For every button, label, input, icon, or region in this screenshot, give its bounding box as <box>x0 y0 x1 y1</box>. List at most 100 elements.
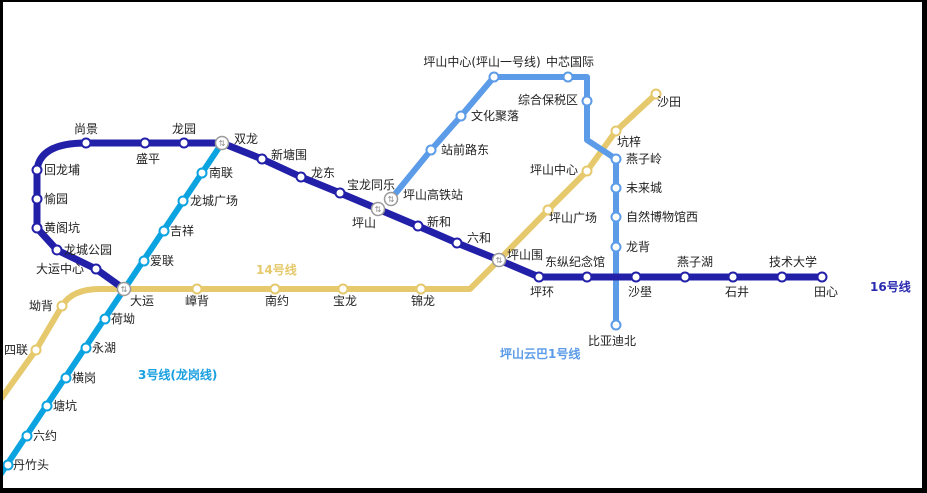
station-label[interactable]: 沙田 <box>657 95 681 109</box>
station-label[interactable]: 龙园 <box>172 122 196 136</box>
station-l14-9[interactable]: 沙田 <box>650 88 682 110</box>
station-l16-12[interactable]: 宝龙同乐 <box>334 178 396 199</box>
station-label[interactable]: 坑梓 <box>617 134 641 149</box>
station-label[interactable]: 双龙 <box>234 132 258 146</box>
station-l3-3[interactable]: 爱联 <box>138 254 175 268</box>
station-l14-3[interactable]: 南约 <box>265 283 289 309</box>
station-marker[interactable] <box>21 430 33 442</box>
station-label[interactable]: 坪山围 <box>507 248 543 262</box>
station-label[interactable]: 坳背 <box>29 299 53 313</box>
station-label[interactable]: 锦龙 <box>411 294 435 308</box>
station-label[interactable]: 坪山中心 <box>530 162 578 177</box>
station-label[interactable]: 六约 <box>33 428 57 443</box>
interchange-station[interactable]: ⇅双龙 <box>214 132 259 151</box>
interchange-station[interactable]: ⇅坪山围 <box>491 248 544 268</box>
station-marker[interactable] <box>542 204 554 216</box>
station-label[interactable]: 尚景 <box>74 122 98 136</box>
station-marker[interactable] <box>610 125 622 137</box>
station-label[interactable]: 东纵纪念馆 <box>545 254 605 269</box>
station-marker[interactable] <box>581 271 593 283</box>
station-label[interactable]: 新塘围 <box>271 147 307 162</box>
interchange-station[interactable]: ⇅坪山 <box>352 201 386 231</box>
station-label[interactable]: 六和 <box>467 231 491 245</box>
station-l16-10[interactable]: 新塘围 <box>256 147 308 165</box>
station-marker[interactable] <box>816 271 828 283</box>
station-label[interactable]: 坪山中心(坪山一号线) <box>423 54 540 69</box>
station-marker[interactable] <box>679 271 691 283</box>
station-marker[interactable] <box>99 313 111 325</box>
station-y1-6[interactable]: 燕子岭 <box>610 152 663 166</box>
station-l16-1[interactable]: 大运中心 <box>36 261 102 276</box>
station-marker[interactable] <box>650 88 662 100</box>
station-y1-4[interactable]: 中芯国际 <box>546 54 594 83</box>
station-marker[interactable] <box>334 187 346 199</box>
station-marker[interactable] <box>138 255 150 267</box>
station-marker[interactable] <box>533 271 545 283</box>
station-label[interactable]: 荷坳 <box>111 312 135 326</box>
station-l14-0[interactable]: 四联 <box>4 343 42 357</box>
line-3-label[interactable]: 3号线(龙岗线) <box>138 367 217 382</box>
station-label[interactable]: 沙壆 <box>628 285 652 299</box>
station-l16-21[interactable]: 石井 <box>725 271 749 300</box>
station-l3-2[interactable]: 吉祥 <box>158 224 195 238</box>
station-label[interactable]: 坪环 <box>530 285 554 299</box>
station-label[interactable]: 龙城公园 <box>64 243 112 257</box>
station-label[interactable]: 文化聚落 <box>471 108 519 123</box>
station-l14-4[interactable]: 宝龙 <box>333 283 357 309</box>
station-y1-9[interactable]: 龙背 <box>610 240 651 254</box>
station-label[interactable]: 未来城 <box>626 181 662 195</box>
station-marker[interactable] <box>56 300 68 312</box>
station-marker[interactable] <box>269 283 281 295</box>
station-y1-7[interactable]: 未来城 <box>610 181 663 195</box>
station-label[interactable]: 坪山 <box>352 216 376 230</box>
station-marker[interactable] <box>256 153 268 165</box>
station-label[interactable]: 龙背 <box>626 240 650 254</box>
station-l16-22[interactable]: 技术大学 <box>769 254 817 283</box>
station-l14-7[interactable]: 坪山中心 <box>530 162 593 177</box>
station-marker[interactable] <box>581 95 593 107</box>
station-marker[interactable] <box>2 459 14 471</box>
station-label[interactable]: 田心 <box>814 285 838 299</box>
station-marker[interactable] <box>415 283 427 295</box>
station-l3-1[interactable]: 龙城广场 <box>177 194 239 208</box>
station-marker[interactable] <box>337 283 349 295</box>
line-14-label[interactable]: 14号线 <box>256 262 297 277</box>
station-marker[interactable] <box>776 271 788 283</box>
station-marker[interactable] <box>412 220 424 232</box>
station-label[interactable]: 燕子岭 <box>626 152 662 166</box>
station-l16-8[interactable]: 龙园 <box>172 122 196 149</box>
station-marker[interactable] <box>196 167 208 179</box>
station-marker[interactable] <box>30 344 42 356</box>
station-l3-9[interactable]: 丹竹头 <box>2 458 50 472</box>
station-marker[interactable] <box>425 144 437 156</box>
station-y1-3[interactable]: 坪山中心(坪山一号线) <box>423 54 541 83</box>
station-l16-7[interactable]: 盛平 <box>136 137 160 167</box>
station-label[interactable]: 中芯国际 <box>546 54 594 69</box>
station-l16-23[interactable]: 田心 <box>814 271 838 300</box>
station-marker[interactable] <box>610 241 622 253</box>
station-marker[interactable] <box>295 171 307 183</box>
station-marker[interactable] <box>177 195 189 207</box>
station-label[interactable]: 盛平 <box>136 151 160 166</box>
station-y1-10[interactable]: 比亚迪北 <box>588 319 636 349</box>
station-marker[interactable] <box>31 222 43 234</box>
station-l16-6[interactable]: 尚景 <box>74 122 98 149</box>
station-label[interactable]: 大运 <box>130 294 154 308</box>
station-label[interactable]: 横岗 <box>72 371 96 385</box>
station-label[interactable]: 四联 <box>4 343 28 357</box>
yunba-1-label[interactable]: 坪山云巴1号线 <box>500 346 580 361</box>
station-marker[interactable] <box>80 137 92 149</box>
station-label[interactable]: 比亚迪北 <box>588 334 636 348</box>
station-l3-4[interactable]: 荷坳 <box>99 312 136 326</box>
station-label[interactable]: 黄阁坑 <box>44 220 80 235</box>
station-l16-4[interactable]: 愉园 <box>31 191 69 206</box>
station-label[interactable]: 综合保税区 <box>518 92 578 107</box>
station-label[interactable]: 南约 <box>265 293 289 308</box>
station-label[interactable]: 回龙埔 <box>44 163 80 177</box>
station-y1-1[interactable]: 站前路东 <box>425 142 490 157</box>
interchange-station[interactable]: ⇅大运 <box>116 281 155 309</box>
station-label[interactable]: 南联 <box>209 165 233 180</box>
station-label[interactable]: 吉祥 <box>170 224 194 238</box>
station-marker[interactable] <box>488 71 500 83</box>
station-y1-2[interactable]: 文化聚落 <box>455 108 520 123</box>
